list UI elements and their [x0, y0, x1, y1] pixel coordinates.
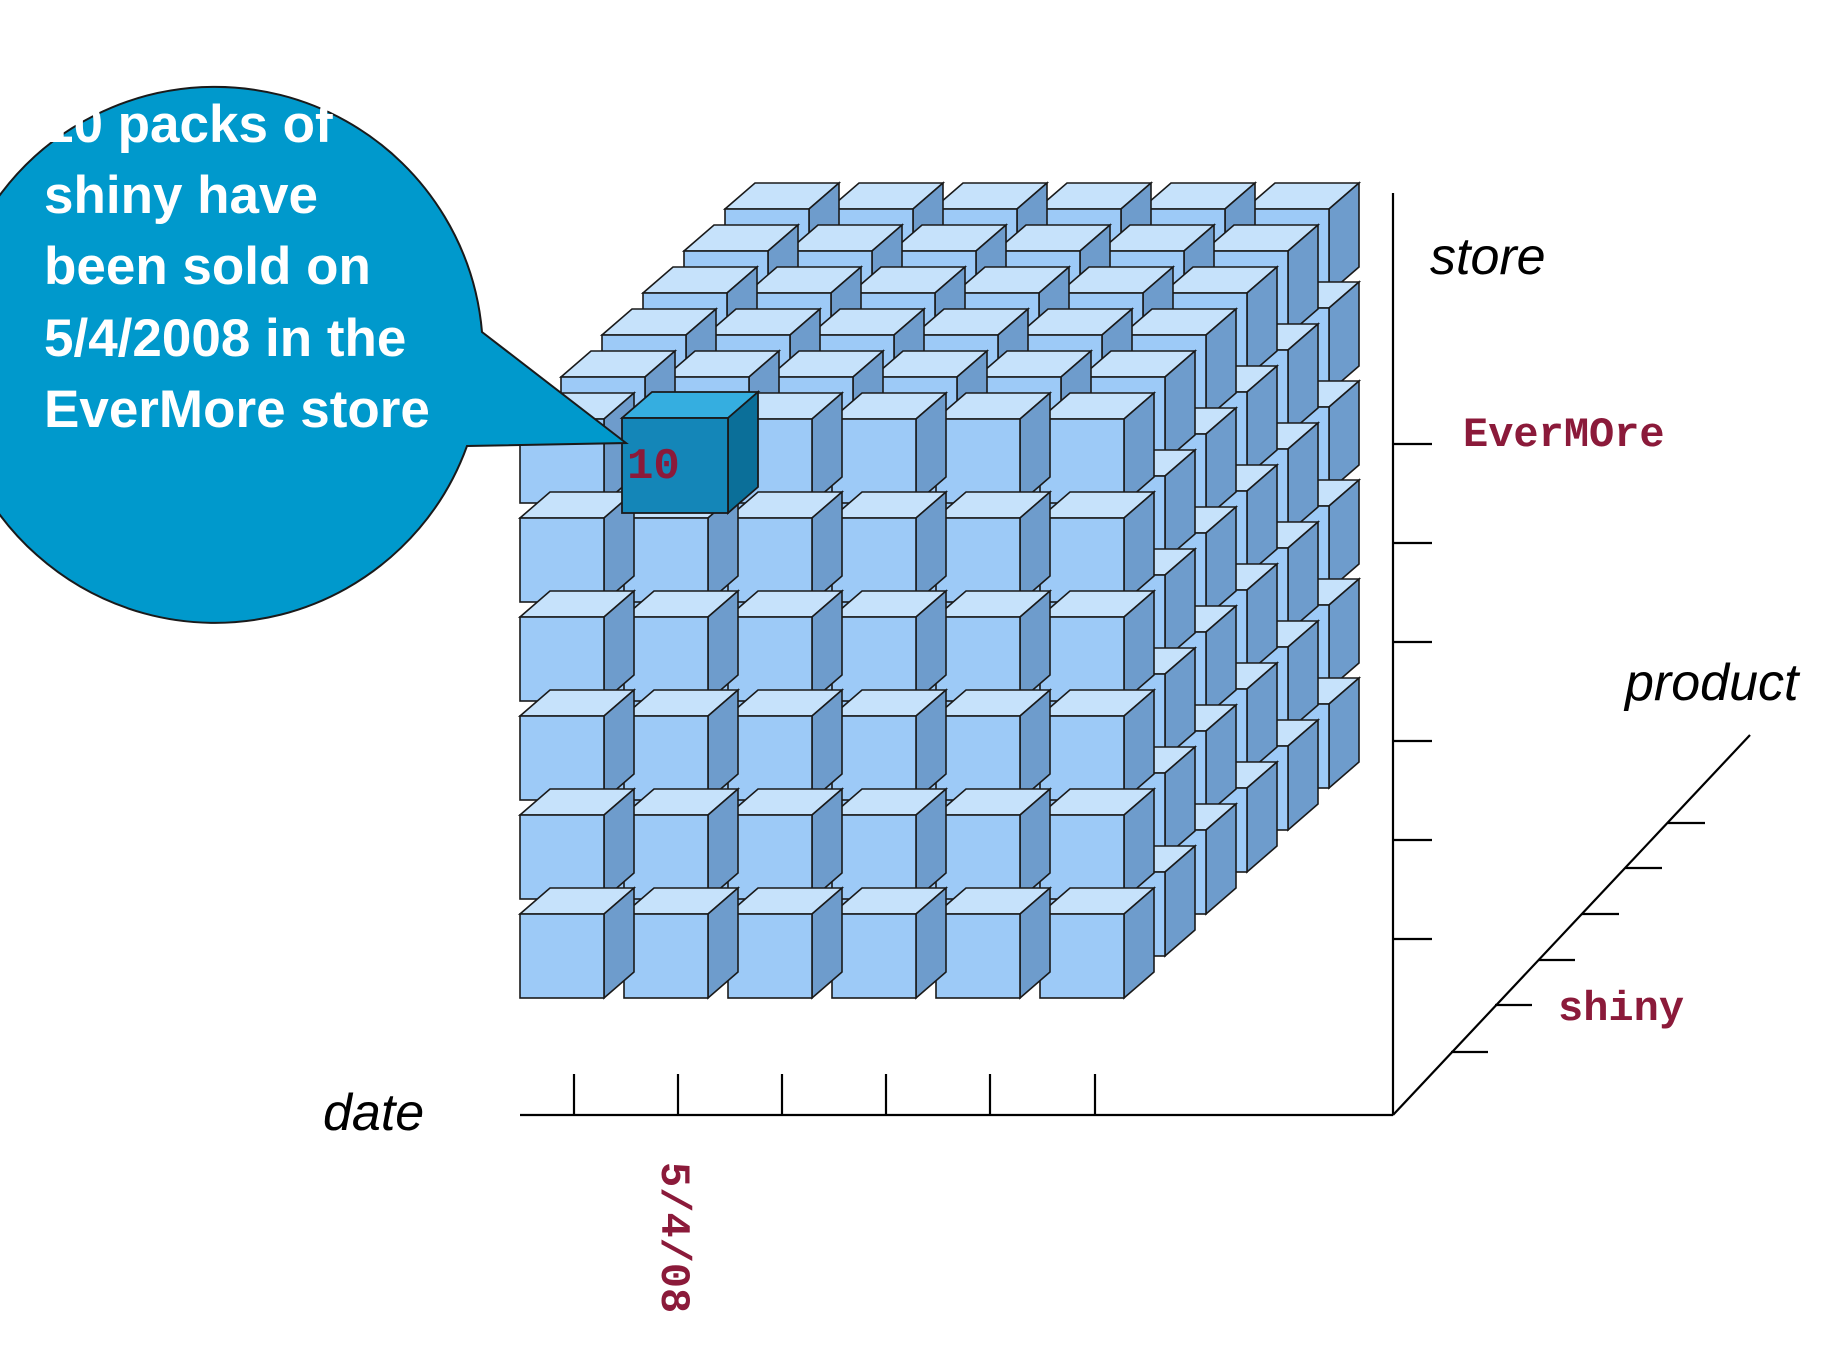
- cube-cell: [725, 589, 845, 703]
- date-marker-label: 5/4/08: [649, 1162, 697, 1313]
- cube-front-face: [519, 715, 605, 801]
- cube-cell: [517, 787, 637, 901]
- cube-front-face: [727, 517, 813, 603]
- callout-line-4: 5/4/2008 in the: [44, 309, 406, 368]
- cube-front-face: [727, 913, 813, 999]
- cube-grid: [517, 181, 1362, 1000]
- cube-front-face: [727, 715, 813, 801]
- cube-cell: [829, 688, 949, 802]
- cube-front-face: [935, 616, 1021, 702]
- cube-cell: [1037, 886, 1157, 1000]
- cube-cell: [829, 886, 949, 1000]
- cube-front-face: [623, 913, 709, 999]
- cube-cell: [933, 688, 1053, 802]
- cube-cell: [933, 391, 1053, 505]
- cube-cell: [517, 490, 637, 604]
- cube-front-face: [935, 418, 1021, 504]
- cube-cell: [1037, 589, 1157, 703]
- callout-line-5: EverMore store: [44, 380, 430, 439]
- callout-line-3: been sold on: [44, 237, 371, 296]
- cube-front-face: [623, 715, 709, 801]
- cube-front-face: [831, 517, 917, 603]
- cube-front-face: [727, 814, 813, 900]
- cube-front-face: [1039, 913, 1125, 999]
- cube-front-face: [623, 517, 709, 603]
- product-axis-line: [1392, 734, 1751, 1116]
- cube-front-face: [1039, 517, 1125, 603]
- cube-cell: [1037, 490, 1157, 604]
- cube-front-face: [1039, 616, 1125, 702]
- highlighted-cell: 10: [619, 390, 761, 515]
- callout-shape: [0, 85, 629, 624]
- cube-front-face: [831, 913, 917, 999]
- cube-cell: [621, 589, 741, 703]
- cube-front-face: [519, 814, 605, 900]
- date-axis-label: date: [323, 1084, 424, 1142]
- product-marker-label: shiny: [1558, 985, 1684, 1033]
- cube-cell: [621, 886, 741, 1000]
- cube-cell: [621, 688, 741, 802]
- cube-front-face: [935, 715, 1021, 801]
- cube-cell: [517, 589, 637, 703]
- cube-cell: [725, 886, 845, 1000]
- cube-front-face: [935, 517, 1021, 603]
- cube-front-face: [831, 418, 917, 504]
- cube-front-face: [935, 814, 1021, 900]
- callout-line-2: shiny have: [44, 166, 318, 225]
- cube-front-face: [519, 616, 605, 702]
- cube-front-face: [831, 715, 917, 801]
- cube-cell: [933, 787, 1053, 901]
- cube-cell: [725, 787, 845, 901]
- cube-front-face: [519, 517, 605, 603]
- cube-cell: [725, 688, 845, 802]
- callout-line-1: 10 packs of: [44, 95, 333, 154]
- product-axis: product shiny: [1392, 654, 1801, 1116]
- cube-cell: [1037, 787, 1157, 901]
- date-axis: date 5/4/08: [323, 1074, 1393, 1313]
- cube-cell: [933, 886, 1053, 1000]
- store-axis-label: store: [1430, 228, 1546, 286]
- cube-cell: [933, 490, 1053, 604]
- cube-cell: [829, 787, 949, 901]
- callout-bubble: 10 packs of shiny have been sold on 5/4/…: [0, 85, 629, 624]
- cube-front-face: [935, 913, 1021, 999]
- cube-cell: [517, 886, 637, 1000]
- cube-front-face: [1039, 418, 1125, 504]
- highlighted-cell-value: 10: [627, 442, 680, 492]
- cube-front-face: [727, 616, 813, 702]
- cube-front-face: [831, 616, 917, 702]
- cube-front-face: [519, 913, 605, 999]
- cube-cell: [1037, 688, 1157, 802]
- cube-cell: [933, 589, 1053, 703]
- cube-cell: [725, 490, 845, 604]
- cube-front-face: [831, 814, 917, 900]
- cube-cell: [517, 688, 637, 802]
- highlighted-cell-front: [621, 417, 729, 514]
- cube-cell: [829, 490, 949, 604]
- store-marker-label: EverMOre: [1463, 411, 1665, 459]
- cube-front-face: [1039, 814, 1125, 900]
- cube-front-face: [1039, 715, 1125, 801]
- cube-cell: [1037, 391, 1157, 505]
- cube-cell: [829, 589, 949, 703]
- cube-cell: [621, 787, 741, 901]
- cube-front-face: [623, 814, 709, 900]
- cube-cell: [829, 391, 949, 505]
- store-axis: store EverMOre: [1391, 193, 1665, 1115]
- product-axis-label: product: [1623, 654, 1801, 712]
- cube-front-face: [623, 616, 709, 702]
